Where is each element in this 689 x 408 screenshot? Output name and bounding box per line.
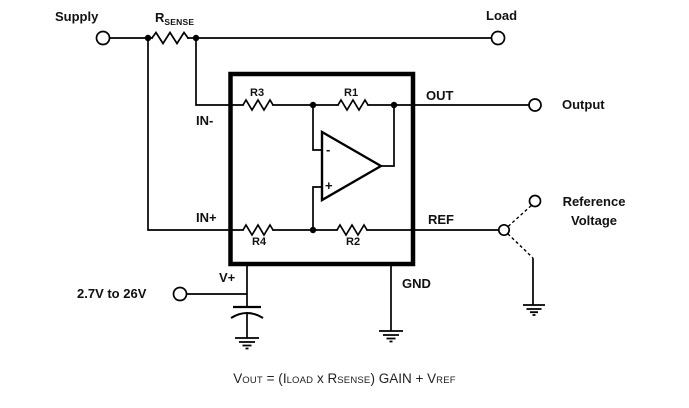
opamp-minus-sign: -	[326, 142, 331, 157]
output-terminal	[528, 98, 542, 112]
formula-i: I	[282, 371, 287, 386]
pin-label-in-minus: IN-	[196, 113, 214, 128]
formula-v: V	[233, 371, 243, 386]
rsense-resistor	[150, 30, 190, 46]
output-label: Output	[562, 97, 605, 112]
junction-dot	[309, 226, 317, 234]
formula-mid2: x	[313, 371, 328, 386]
r4-resistor	[242, 223, 274, 237]
formula-r-sub: SENSE	[337, 375, 371, 386]
wire-opamp-minus-stub	[312, 104, 323, 151]
junction-dot	[144, 34, 152, 42]
pin-label-out: OUT	[426, 88, 454, 103]
pin-label-ref: REF	[428, 212, 454, 227]
rsense-label: RSENSE	[155, 10, 194, 30]
pin-label-in-plus: IN+	[196, 210, 217, 225]
r1-label: R1	[344, 87, 359, 99]
r2-label: R2	[346, 236, 361, 248]
formula-mid1: = (	[262, 371, 283, 386]
ground-symbol	[379, 330, 403, 343]
wire-opamp-output	[380, 104, 395, 167]
ground-symbol	[235, 337, 259, 350]
supply-label: Supply	[55, 9, 99, 24]
r2-resistor	[336, 223, 368, 237]
switch-dashed-lower	[507, 233, 534, 259]
transfer-function-formula: VOUT = (ILOAD x RSENSE) GAIN + VREF	[0, 371, 689, 386]
load-label: Load	[486, 8, 518, 23]
formula-r: R	[327, 371, 338, 386]
supply-voltage-terminal	[172, 286, 188, 302]
load-terminal	[490, 30, 506, 46]
rsense-label-sub: SENSE	[164, 17, 195, 27]
switch-dashed-upper	[507, 205, 532, 227]
junction-dot	[192, 34, 200, 42]
formula-mid3: ) GAIN +	[370, 371, 428, 386]
formula-v2: V	[427, 371, 437, 386]
reference-voltage-label-line2: Voltage	[571, 213, 617, 228]
reference-voltage-label: Reference Voltage	[548, 192, 640, 230]
wire-vplus	[185, 263, 248, 338]
junction-dot	[309, 101, 317, 109]
wire-in-plus-feed	[147, 37, 501, 231]
reference-terminal	[528, 194, 542, 208]
r3-label: R3	[250, 87, 265, 99]
r4-label: R4	[252, 236, 267, 248]
reference-switch-pole	[497, 223, 511, 237]
bypass-capacitor-curved-plate	[230, 312, 264, 319]
supply-terminal	[95, 30, 111, 46]
opamp-plus-sign: +	[325, 178, 333, 193]
reference-voltage-label-line1: Reference	[562, 194, 626, 209]
pin-label-vplus: V+	[219, 270, 236, 285]
r3-resistor	[242, 98, 274, 112]
opamp-triangle	[320, 129, 384, 203]
formula-i-sub: LOAD	[286, 375, 314, 386]
formula-v2-sub: REF	[436, 375, 456, 386]
formula-v-sub: OUT	[242, 375, 263, 386]
wire-opamp-plus-stub	[312, 186, 323, 231]
supply-range-label: 2.7V to 26V	[77, 286, 147, 301]
ic-boundary	[228, 71, 416, 267]
rsense-label-main: R	[155, 10, 165, 25]
pin-label-gnd: GND	[402, 276, 431, 291]
r1-resistor	[337, 98, 369, 112]
wire-in-minus-feed	[195, 37, 530, 106]
ground-symbol	[523, 304, 545, 316]
junction-dot	[390, 101, 398, 109]
